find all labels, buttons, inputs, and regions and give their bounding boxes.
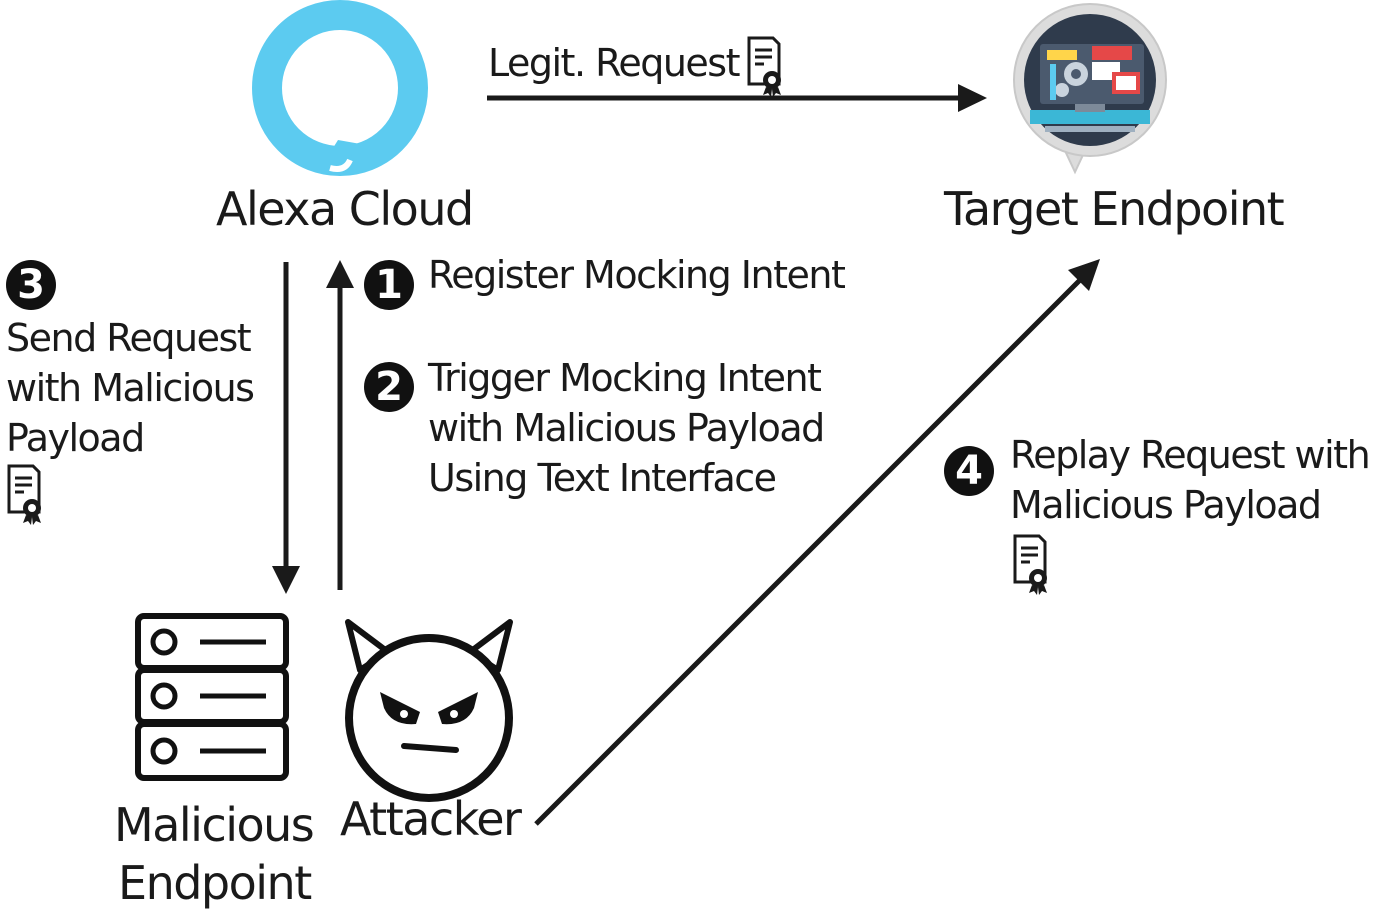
step-2-line: Using Text Interface	[428, 456, 777, 500]
step-4-line: Malicious Payload	[1010, 483, 1322, 527]
step-4-label: Replay Request with Malicious Payload	[1010, 430, 1371, 530]
step-3-line: Send Request	[6, 316, 252, 360]
target-endpoint-label: Target Endpoint	[944, 182, 1285, 236]
web-monitor-bubble-icon	[1013, 3, 1167, 175]
devil-face-icon	[345, 619, 513, 802]
step-3-badge: 3	[6, 260, 56, 310]
step-1-badge: 1	[364, 260, 414, 310]
step-4-line: Replay Request with	[1010, 433, 1371, 477]
step-3-label: Send Request with Malicious Payload	[6, 313, 255, 463]
alexa-ring-icon	[252, 0, 428, 176]
server-stack-icon	[135, 613, 289, 781]
malicious-endpoint-line: Endpoint	[118, 856, 312, 909]
replay-request-arrow	[534, 278, 1082, 826]
certificate-document-icon	[7, 464, 43, 527]
step-2-label: Trigger Mocking Intent with Malicious Pa…	[428, 353, 825, 503]
step-1-label: Register Mocking Intent	[428, 253, 846, 297]
step-3-line: Payload	[6, 416, 145, 460]
alexa-cloud-label: Alexa Cloud	[216, 182, 474, 236]
legit-request-label: Legit. Request	[488, 41, 740, 85]
certificate-document-icon	[747, 36, 783, 99]
malicious-endpoint-label: Malicious Endpoint	[114, 796, 315, 909]
malicious-endpoint-line: Malicious	[114, 798, 315, 852]
certificate-document-icon	[1013, 534, 1049, 597]
step-4-badge: 4	[944, 446, 994, 496]
step-3-line: with Malicious	[6, 366, 255, 410]
step-2-badge: 2	[364, 362, 414, 412]
step-2-line: with Malicious Payload	[428, 406, 825, 450]
attacker-label: Attacker	[340, 792, 522, 846]
step-2-line: Trigger Mocking Intent	[428, 356, 822, 400]
